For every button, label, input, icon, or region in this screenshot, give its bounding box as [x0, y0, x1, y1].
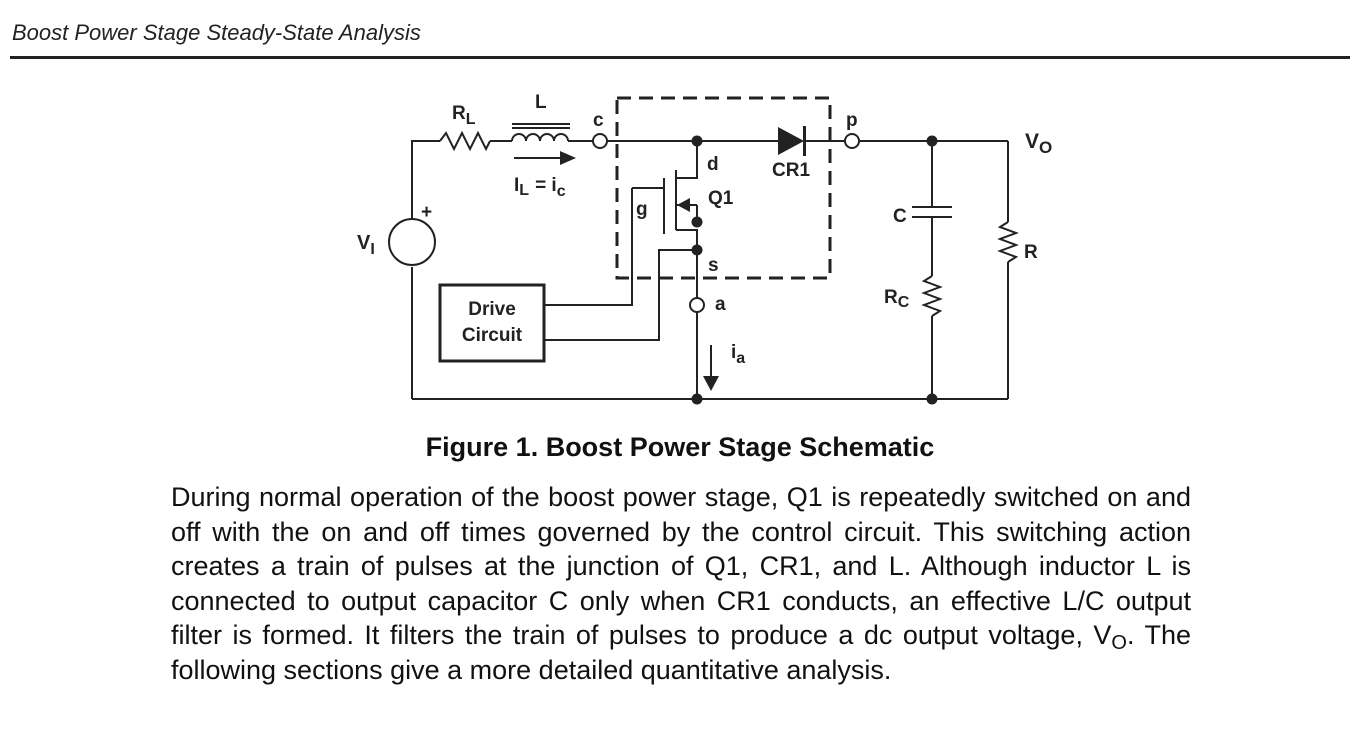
- mosfet-body-arrow: [677, 198, 690, 212]
- body-text-part2: . The following sections give a more det…: [171, 620, 1191, 685]
- wire-source-drive: [545, 249, 697, 341]
- resistor-rc: [921, 275, 943, 317]
- label-source-s: s: [708, 255, 719, 276]
- svg-text:RC: RC: [884, 287, 910, 311]
- label-il: I: [514, 175, 519, 196]
- svg-text:ia: ia: [731, 342, 745, 367]
- label-gate-g: g: [636, 199, 648, 220]
- junction-dot: [691, 135, 703, 147]
- label-node-c: c: [593, 110, 604, 131]
- label-l: L: [535, 92, 547, 113]
- header-rule: [10, 56, 1350, 59]
- svg-text:VO: VO: [1025, 130, 1052, 157]
- junction-dot: [691, 244, 703, 256]
- input-voltage-source: [388, 218, 436, 266]
- mosfet-source-lead: [676, 229, 698, 250]
- current-arrow-ia: [703, 376, 719, 391]
- body-text-vo-subscript: O: [1111, 632, 1127, 655]
- label-drive: Drive: [468, 299, 516, 320]
- inductor-l: [511, 133, 569, 142]
- boost-schematic-diagram: RL L c IL= ic d CR1 p VO Q1 g + VI C R s…: [357, 92, 1052, 405]
- body-text-part1: During normal operation of the boost pow…: [171, 482, 1191, 651]
- label-cr1: CR1: [772, 160, 810, 181]
- resistor-r-load: [997, 221, 1019, 263]
- svg-text:VI: VI: [357, 232, 375, 258]
- svg-text:RL: RL: [452, 103, 476, 128]
- mosfet-drain-lead: [676, 141, 698, 179]
- label-capacitor-c: C: [893, 206, 907, 227]
- diode-cr1: [778, 127, 804, 155]
- resistor-rl: [439, 130, 491, 152]
- node-c-terminal: [592, 133, 608, 149]
- label-vi: V: [357, 232, 371, 254]
- label-plus: +: [421, 202, 432, 223]
- junction-dot: [691, 393, 703, 405]
- body-paragraph: During normal operation of the boost pow…: [171, 480, 1191, 688]
- figure-caption: Figure 1. Boost Power Stage Schematic: [425, 432, 935, 462]
- label-node-p: p: [846, 110, 858, 131]
- label-circuit: Circuit: [462, 325, 523, 346]
- label-d: d: [707, 154, 719, 175]
- label-node-a: a: [715, 294, 726, 315]
- page-header-title: Boost Power Stage Steady-State Analysis: [12, 20, 421, 45]
- svg-text:IL= ic: IL= ic: [514, 175, 566, 200]
- junction-dot: [926, 135, 938, 147]
- label-resistor-r: R: [1024, 242, 1038, 263]
- current-arrow-il: [560, 151, 576, 165]
- label-ia: i: [731, 342, 736, 363]
- switch-boundary-box: [615, 96, 832, 280]
- drive-circuit-box: [438, 283, 546, 363]
- label-vo: V: [1025, 130, 1039, 153]
- wire-left-top: [411, 140, 440, 218]
- label-rl: R: [452, 103, 466, 124]
- label-q1: Q1: [708, 188, 734, 209]
- junction-dot: [926, 393, 938, 405]
- label-rc: R: [884, 287, 898, 308]
- node-a-terminal: [689, 297, 705, 313]
- node-p-terminal: [844, 133, 860, 149]
- junction-dot: [691, 216, 703, 228]
